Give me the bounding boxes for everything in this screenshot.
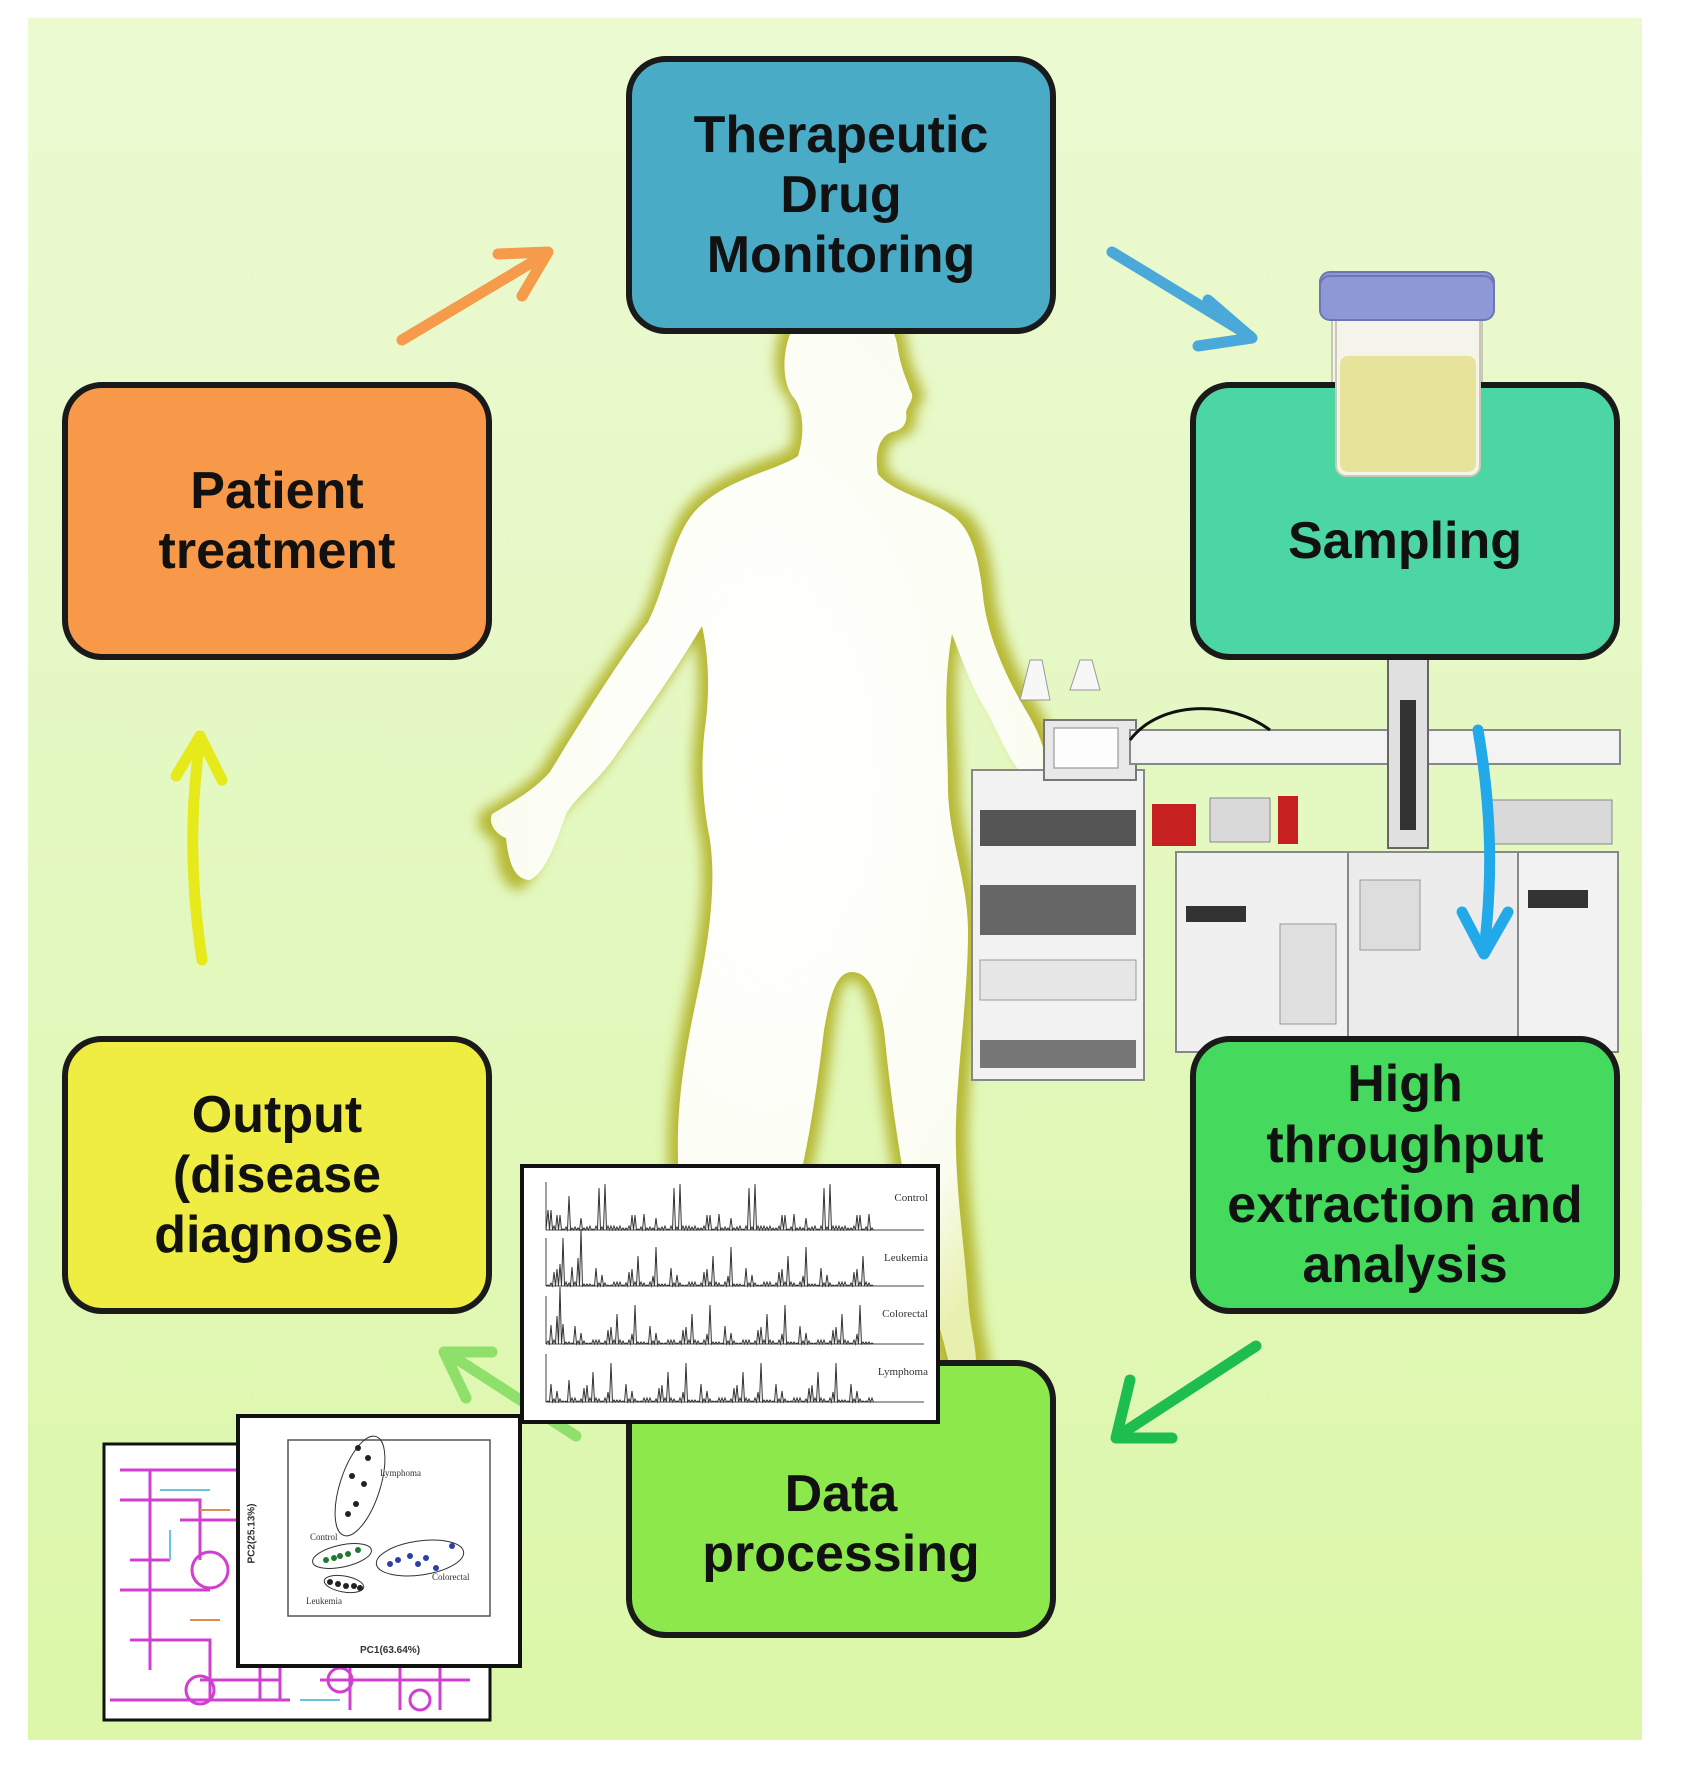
high-throughput-analysis-box: High throughput extraction and analysis xyxy=(1190,1036,1620,1314)
pca-point xyxy=(343,1583,349,1589)
pca-group-leukemia: Leukemia xyxy=(306,1596,342,1606)
pca-point xyxy=(433,1565,439,1571)
arrow-tdm-to-sampling xyxy=(1106,246,1258,352)
pca-point xyxy=(355,1547,361,1553)
pca-point xyxy=(357,1585,363,1591)
output-disease-diagnose-label: Output (disease diagnose) xyxy=(154,1085,400,1265)
pca-ylabel: PC2(25.13%) xyxy=(246,1503,258,1564)
therapeutic-drug-monitoring-label: Therapeutic Drug Monitoring xyxy=(693,105,989,285)
leukemia-ellipse xyxy=(323,1574,365,1594)
pca-point xyxy=(349,1473,355,1479)
human-body-silhouette xyxy=(478,288,1063,1380)
pca-point xyxy=(327,1579,333,1585)
therapeutic-drug-monitoring-box: Therapeutic Drug Monitoring xyxy=(626,56,1056,334)
trace-label-lymphoma: Lymphoma xyxy=(877,1366,928,1378)
arrow-sampling-to-analysis xyxy=(1456,724,1514,960)
pca-point xyxy=(423,1555,429,1561)
output-disease-diagnose-box: Output (disease diagnose) xyxy=(62,1036,492,1314)
pca-score-plot xyxy=(287,1435,491,1617)
chromatogram-stack xyxy=(545,1182,924,1404)
control-ellipse xyxy=(312,1543,372,1569)
pca-xlabel: PC1(63.64%) xyxy=(360,1645,421,1656)
trace-label-colorectal: Colorectal xyxy=(882,1308,928,1320)
colorectal-ellipse xyxy=(375,1539,465,1577)
lymphoma-ellipse xyxy=(334,1435,386,1537)
chromatogram-panel: Control Leukemia Colorectal Lymphoma xyxy=(520,1164,940,1424)
pca-point xyxy=(337,1553,343,1559)
trace-label-leukemia: Leukemia xyxy=(884,1252,928,1264)
pca-group-lymphoma: Lymphoma xyxy=(380,1468,421,1478)
pca-axes xyxy=(287,1439,491,1617)
data-processing-label: Data processing xyxy=(702,1464,980,1583)
patient-treatment-label: Patient treatment xyxy=(158,461,396,580)
pca-point xyxy=(361,1481,367,1487)
pca-point xyxy=(345,1551,351,1557)
chromatogram-trace xyxy=(545,1362,874,1404)
pca-point xyxy=(355,1445,361,1451)
sampling-box: Sampling xyxy=(1190,382,1620,660)
pca-point xyxy=(345,1511,351,1517)
chromatogram-trace xyxy=(545,1183,874,1232)
pca-point xyxy=(353,1501,359,1507)
pca-point xyxy=(407,1553,413,1559)
patient-treatment-box: Patient treatment xyxy=(62,382,492,660)
pca-point xyxy=(387,1561,393,1567)
chromatogram-trace xyxy=(545,1286,874,1346)
pca-point xyxy=(335,1581,341,1587)
sampling-label: Sampling xyxy=(1287,511,1523,570)
high-throughput-analysis-label: High throughput extraction and analysis xyxy=(1227,1055,1583,1295)
arrow-analysis-to-data xyxy=(1110,1340,1262,1444)
trace-label-control: Control xyxy=(894,1192,928,1204)
arrow-patient-to-tdm xyxy=(396,246,554,346)
pca-point xyxy=(351,1583,357,1589)
pca-point xyxy=(365,1455,371,1461)
data-processing-box: Data processing xyxy=(626,1360,1056,1638)
cycle-arrows xyxy=(170,246,1514,1444)
pca-point xyxy=(415,1561,421,1567)
pca-point xyxy=(395,1557,401,1563)
arrow-output-to-patient xyxy=(170,730,228,966)
pca-point xyxy=(449,1543,455,1549)
pca-group-colorectal: Colorectal xyxy=(432,1572,470,1582)
pca-point xyxy=(323,1557,329,1563)
lc-ms-instrument xyxy=(971,607,1621,1081)
chromatogram-trace xyxy=(545,1228,874,1288)
pca-points xyxy=(323,1445,455,1591)
pca-group-control: Control xyxy=(310,1532,338,1542)
pca-point xyxy=(331,1555,337,1561)
pca-score-plot-panel: PC1(63.64%) PC2(25.13%) Lymphoma Control… xyxy=(236,1414,522,1668)
